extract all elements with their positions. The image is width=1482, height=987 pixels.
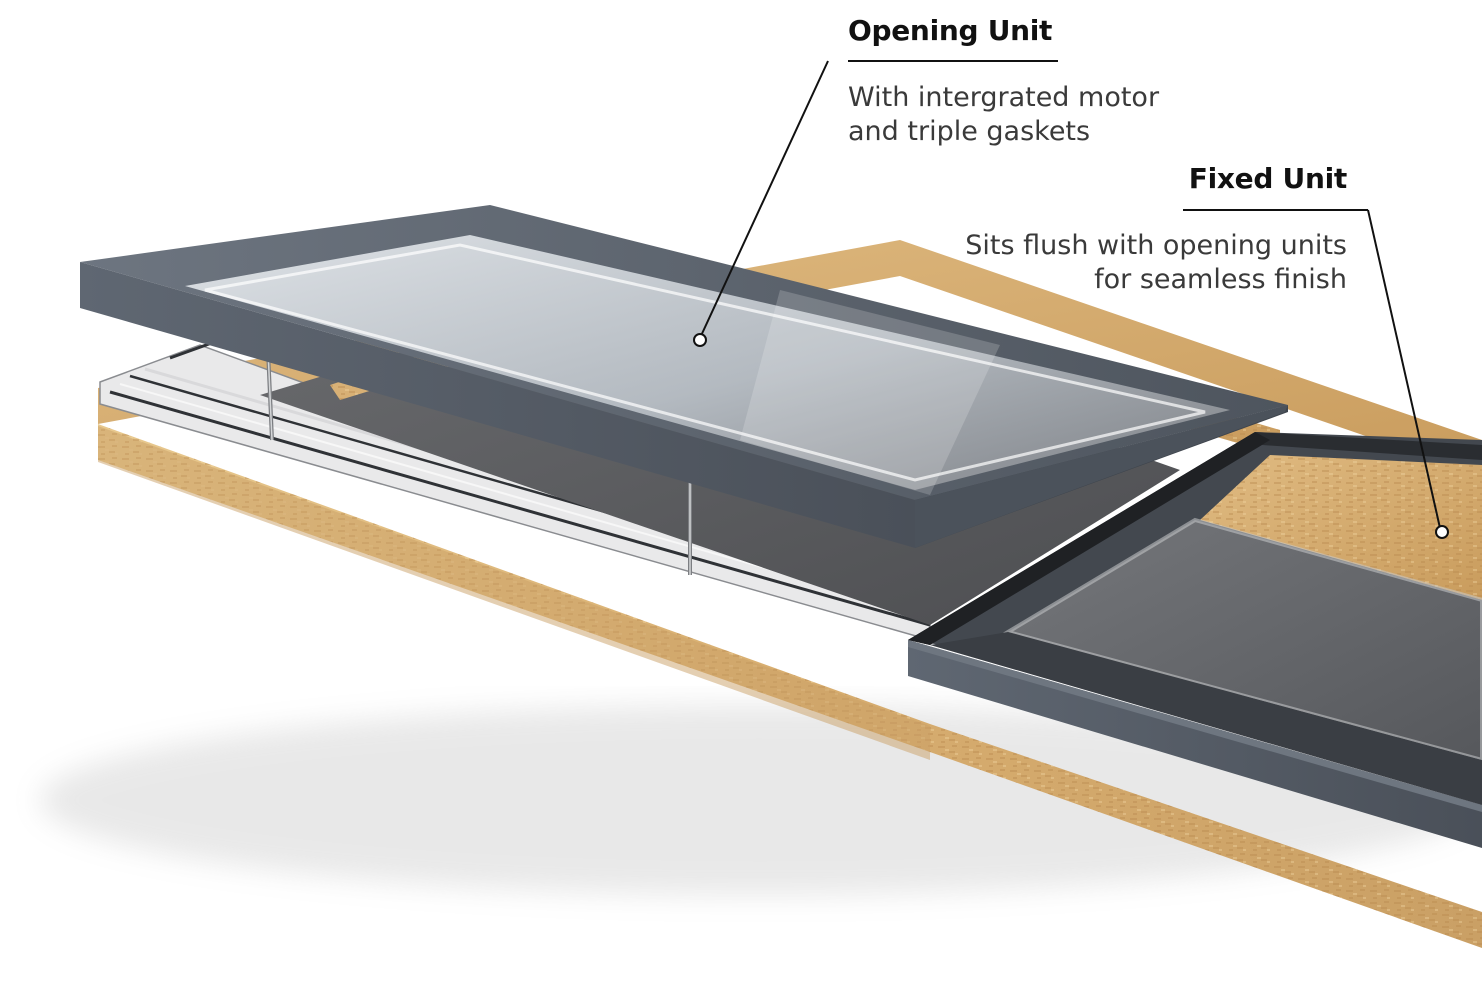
fixed-unit-description: Sits flush with opening units for seamle… [965, 229, 1347, 297]
fixed-unit-title: Fixed Unit [1188, 162, 1348, 195]
fixed-unit [908, 432, 1482, 848]
fixed-unit-desc-line-1: Sits flush with opening units [965, 230, 1347, 261]
opening-unit-desc-line-2: and triple gaskets [848, 116, 1091, 147]
fixed-leader [1367, 209, 1441, 529]
opening-marker [693, 333, 707, 347]
fixed-marker [1435, 525, 1449, 539]
fixed-glass [1008, 520, 1482, 760]
osb-texture [98, 390, 1482, 948]
opening-unit-lid [80, 205, 1288, 548]
fixed-unit-desc-line-2: for seamless finish [1094, 264, 1347, 295]
opening-unit-title: Opening Unit [848, 14, 1053, 47]
leader-lines [693, 60, 1449, 539]
opening-glass [185, 235, 1230, 490]
opening-unit-desc-line-1: With intergrated motor [848, 82, 1160, 113]
opening-leader [699, 60, 829, 339]
opening-unit-description: With intergrated motor and triple gasket… [848, 81, 1159, 149]
ground-shadow [40, 705, 1480, 895]
